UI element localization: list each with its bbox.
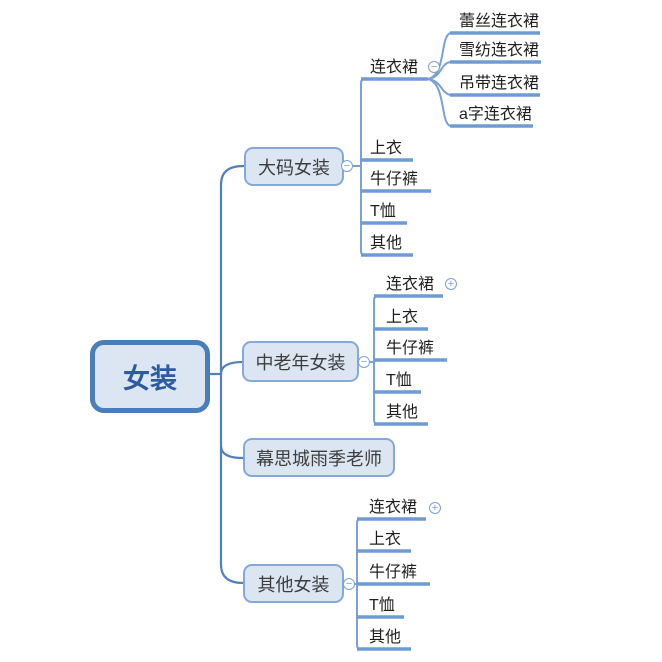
leaf-item[interactable]: 连衣裙 (386, 276, 435, 293)
leaf-item[interactable]: 连衣裙 (370, 59, 419, 76)
leaf-item[interactable]: 牛仔裤 (369, 564, 418, 581)
branch-node-plus-size[interactable]: 大码女装 (244, 147, 344, 186)
leaf-item[interactable]: 其他 (369, 629, 402, 646)
expand-button[interactable]: + (429, 502, 441, 514)
leaf-item[interactable]: 牛仔裤 (370, 171, 419, 188)
expand-button[interactable]: + (445, 278, 457, 290)
leaf-item[interactable]: 其他 (386, 404, 419, 421)
branch-node-teacher[interactable]: 幕思城雨季老师 (243, 438, 395, 477)
leaf-item[interactable]: 连衣裙 (369, 499, 418, 516)
collapse-button[interactable]: − (428, 61, 440, 73)
leaf-item[interactable]: T恤 (369, 597, 395, 614)
collapse-button[interactable]: − (343, 578, 355, 590)
leaf-item[interactable]: a字连衣裙 (459, 106, 532, 123)
branch-node-middle-aged[interactable]: 中老年女装 (242, 341, 359, 382)
leaf-item[interactable]: 上衣 (386, 309, 419, 326)
leaf-item[interactable]: 牛仔裤 (386, 340, 435, 357)
branch-node-other[interactable]: 其他女装 (243, 564, 344, 603)
leaf-item[interactable]: 上衣 (369, 531, 402, 548)
leaf-item[interactable]: T恤 (370, 203, 396, 220)
leaf-item[interactable]: 吊带连衣裙 (459, 75, 540, 92)
leaf-item[interactable]: 上衣 (370, 140, 403, 157)
collapse-button[interactable]: − (341, 160, 353, 172)
root-node[interactable]: 女装 (90, 340, 210, 413)
leaf-item[interactable]: T恤 (386, 372, 412, 389)
leaf-item[interactable]: 蕾丝连衣裙 (459, 13, 540, 30)
collapse-button[interactable]: − (358, 356, 370, 368)
leaf-item[interactable]: 雪纺连衣裙 (459, 42, 540, 59)
leaf-item[interactable]: 其他 (370, 235, 403, 252)
